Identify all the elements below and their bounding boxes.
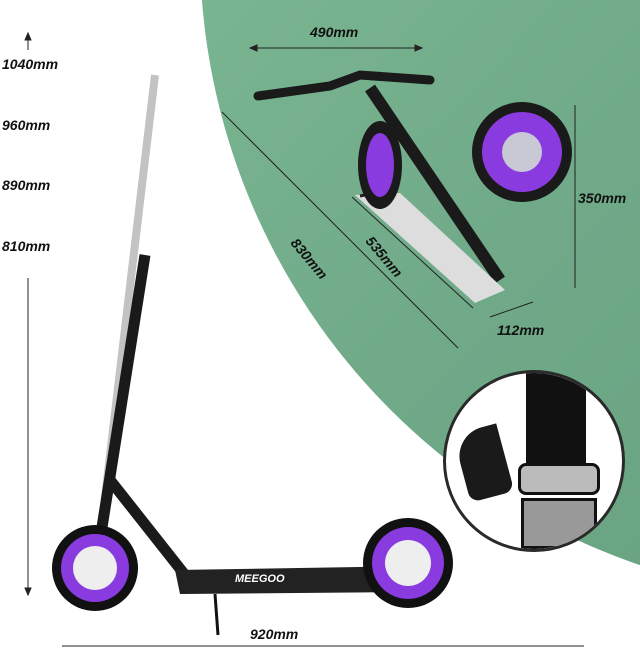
height-label-890: 890mm xyxy=(2,177,51,193)
height-label-960: 960mm xyxy=(2,117,51,133)
handlebar-width-label: 490mm xyxy=(310,24,359,40)
folded-height-label: 350mm xyxy=(578,190,627,206)
height-label-810: 810mm xyxy=(2,238,51,254)
height-label-1040: 1040mm xyxy=(2,56,59,72)
deck-width-label: 112mm xyxy=(497,322,545,338)
clamp-detail-inset xyxy=(443,370,625,552)
length-label: 920mm xyxy=(250,626,299,642)
brand-logo: MEEGOO xyxy=(235,573,285,585)
